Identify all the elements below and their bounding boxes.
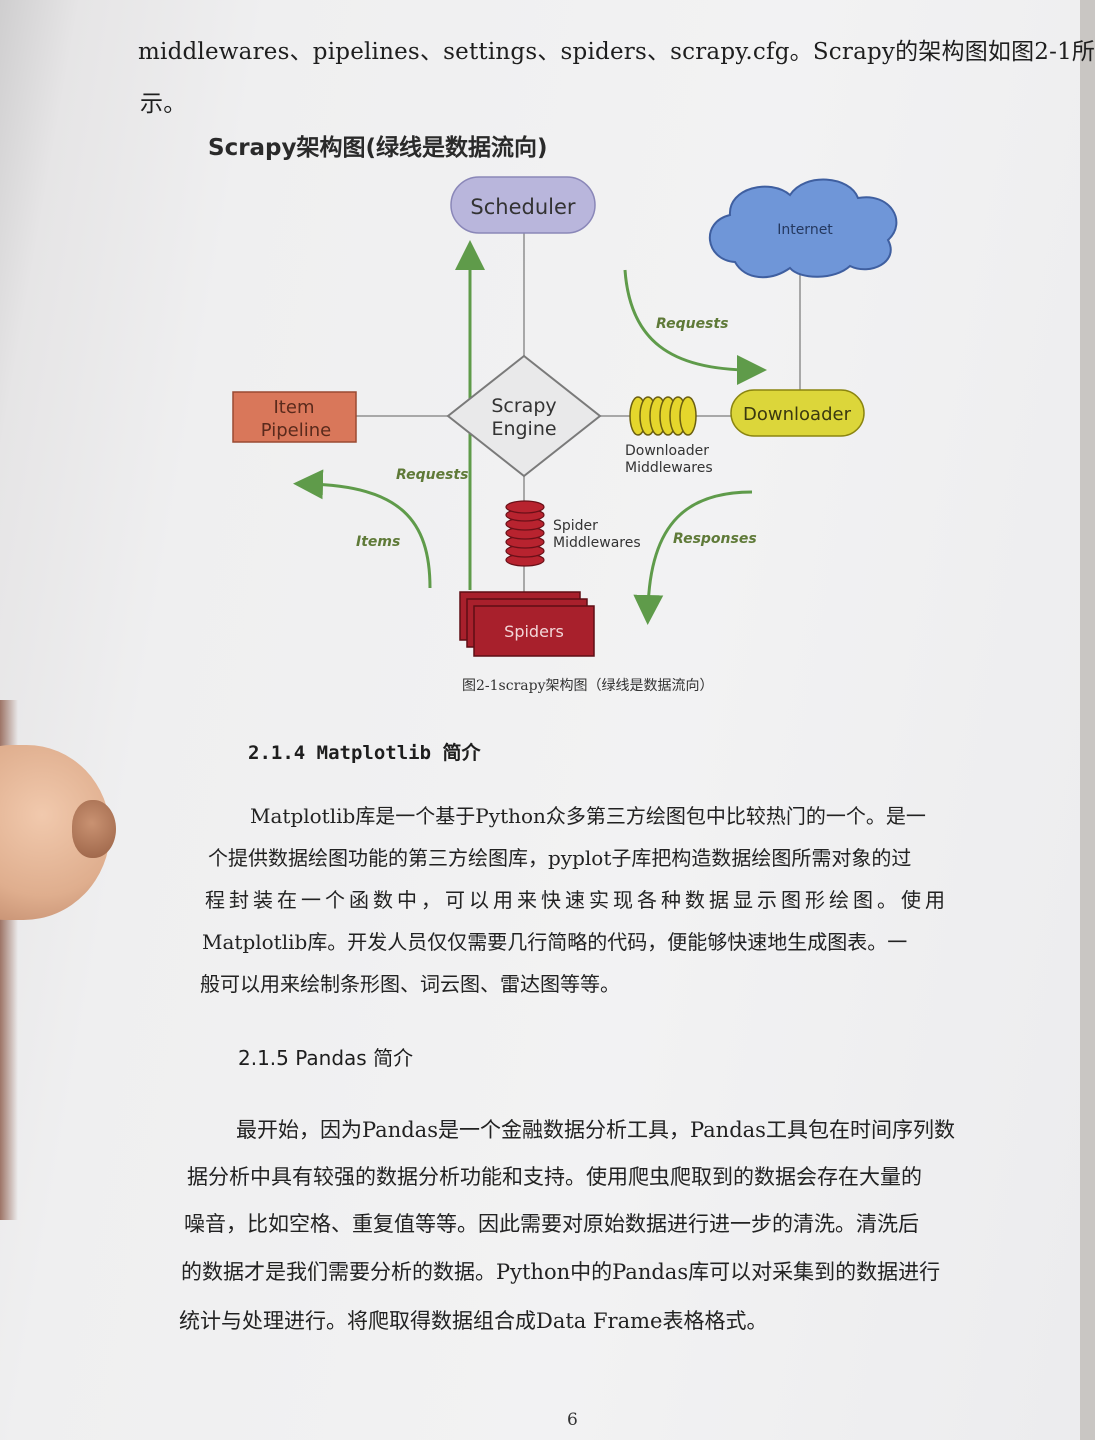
spiders-stack xyxy=(459,591,595,657)
downloader-box xyxy=(730,389,865,437)
downloader-label: Downloader xyxy=(743,404,852,425)
spider-middlewares-icon xyxy=(505,500,545,567)
pandas-line-1: 最开始，因为Pandas是一个金融数据分析工具，Pandas工具包在时间序列数 xyxy=(236,1118,955,1142)
scheduler-box xyxy=(450,176,596,234)
engine-label-line2: Engine xyxy=(491,418,556,440)
flow-arrow-responses xyxy=(633,490,753,625)
matplotlib-line-2: 个提供数据绘图功能的第三方绘图库，pyplot子库把构造数据绘图所需对象的过 xyxy=(208,846,912,870)
flow-arrow-items xyxy=(293,469,432,589)
item-pipeline-label-line1: Item xyxy=(274,397,315,418)
matplotlib-line-1: Matplotlib库是一个基于Python众多第三方绘图包中比较热门的一个。是… xyxy=(250,804,926,828)
matplotlib-line-3: 程封装在一个函数中，可以用来快速实现各种数据显示图形绘图。使用 xyxy=(205,888,949,912)
matplotlib-line-4: Matplotlib库。开发人员仅仅需要几行简略的代码，便能够快速地生成图表。一 xyxy=(202,930,908,954)
flow-arrow-requests-top xyxy=(623,269,767,385)
intro-line-1: middlewares、pipelines、settings、spiders、s… xyxy=(138,39,1095,65)
connector-lines xyxy=(356,232,801,592)
fingernail xyxy=(72,800,116,858)
spider-middlewares-label-line2: Middlewares xyxy=(553,535,641,551)
item-pipeline-box xyxy=(232,391,357,443)
downloader-middlewares-icon xyxy=(629,396,697,436)
spider-middlewares-label-line1: Spider xyxy=(553,518,598,534)
diagram-title: Scrapy架构图(绿线是数据流向) xyxy=(208,135,548,161)
matplotlib-line-5: 般可以用来绘制条形图、词云图、雷达图等等。 xyxy=(200,972,620,996)
page-number: 6 xyxy=(567,1410,578,1430)
downloader-middlewares-label-line1: Downloader xyxy=(625,443,709,459)
item-pipeline-label-line2: Pipeline xyxy=(261,420,331,441)
spiders-label: Spiders xyxy=(504,622,564,641)
requests-top-label: Requests xyxy=(656,316,728,332)
pandas-line-3: 噪音，比如空格、重复值等等。因此需要对原始数据进行进一步的清洗。清洗后 xyxy=(184,1212,919,1236)
pandas-line-4: 的数据才是我们需要分析的数据。Python中的Pandas库可以对采集到的数据进… xyxy=(181,1260,941,1284)
responses-label: Responses xyxy=(673,531,757,547)
scrapy-architecture-diagram: Scheduler Internet Scrapy Engine Item Pi… xyxy=(232,176,898,657)
requests-left-label: Requests xyxy=(396,467,468,483)
section-heading-pandas: 2.1.5 Pandas 简介 xyxy=(238,1046,414,1070)
section-heading-matplotlib: 2.1.4 Matplotlib 简介 xyxy=(248,742,481,764)
pandas-line-5: 统计与处理进行。将爬取得数据组合成Data Frame表格格式。 xyxy=(179,1309,768,1333)
figure-caption: 图2-1scrapy架构图（绿线是数据流向） xyxy=(462,678,714,694)
intro-line-2: 示。 xyxy=(140,91,187,117)
scheduler-label: Scheduler xyxy=(470,195,575,219)
internet-label: Internet xyxy=(777,222,833,238)
items-label: Items xyxy=(356,534,400,550)
engine-diamond xyxy=(446,354,602,478)
internet-cloud: Internet xyxy=(709,178,898,279)
pandas-line-2: 据分析中具有较强的数据分析功能和支持。使用爬虫爬取到的数据会存在大量的 xyxy=(187,1165,922,1189)
engine-label-line1: Scrapy xyxy=(491,395,556,417)
downloader-middlewares-label-line2: Middlewares xyxy=(625,460,713,476)
